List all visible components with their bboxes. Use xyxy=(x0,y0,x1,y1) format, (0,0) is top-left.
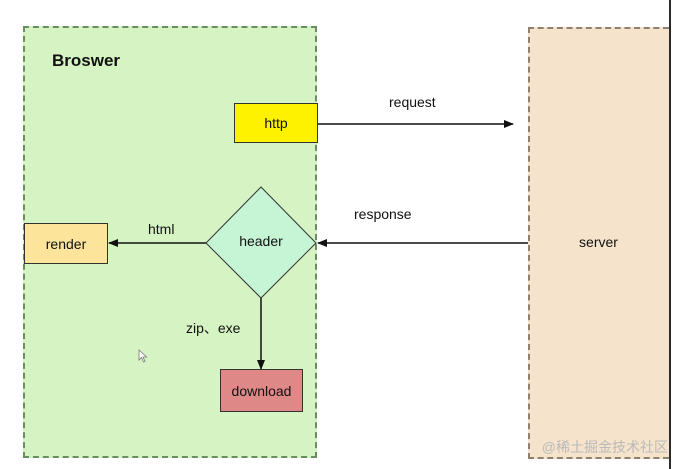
download-node: download xyxy=(220,369,303,412)
browser-title: Broswer xyxy=(52,51,121,70)
watermark: @稀土掘金技术社区 xyxy=(541,439,668,455)
server-container xyxy=(528,27,669,459)
download-label: download xyxy=(231,382,292,399)
header-label: header xyxy=(239,233,283,249)
window-edge xyxy=(669,0,671,469)
render-label: render xyxy=(45,235,87,252)
zip-exe-label: zip、exe xyxy=(186,320,241,336)
http-node: http xyxy=(234,103,318,143)
render-node: render xyxy=(24,223,108,264)
mouse-cursor-icon xyxy=(138,349,148,363)
response-label: response xyxy=(354,206,412,222)
header-diamond xyxy=(205,186,317,299)
request-label: request xyxy=(389,94,436,110)
html-label: html xyxy=(148,221,175,237)
http-label: http xyxy=(264,115,288,131)
server-label: server xyxy=(579,234,618,250)
